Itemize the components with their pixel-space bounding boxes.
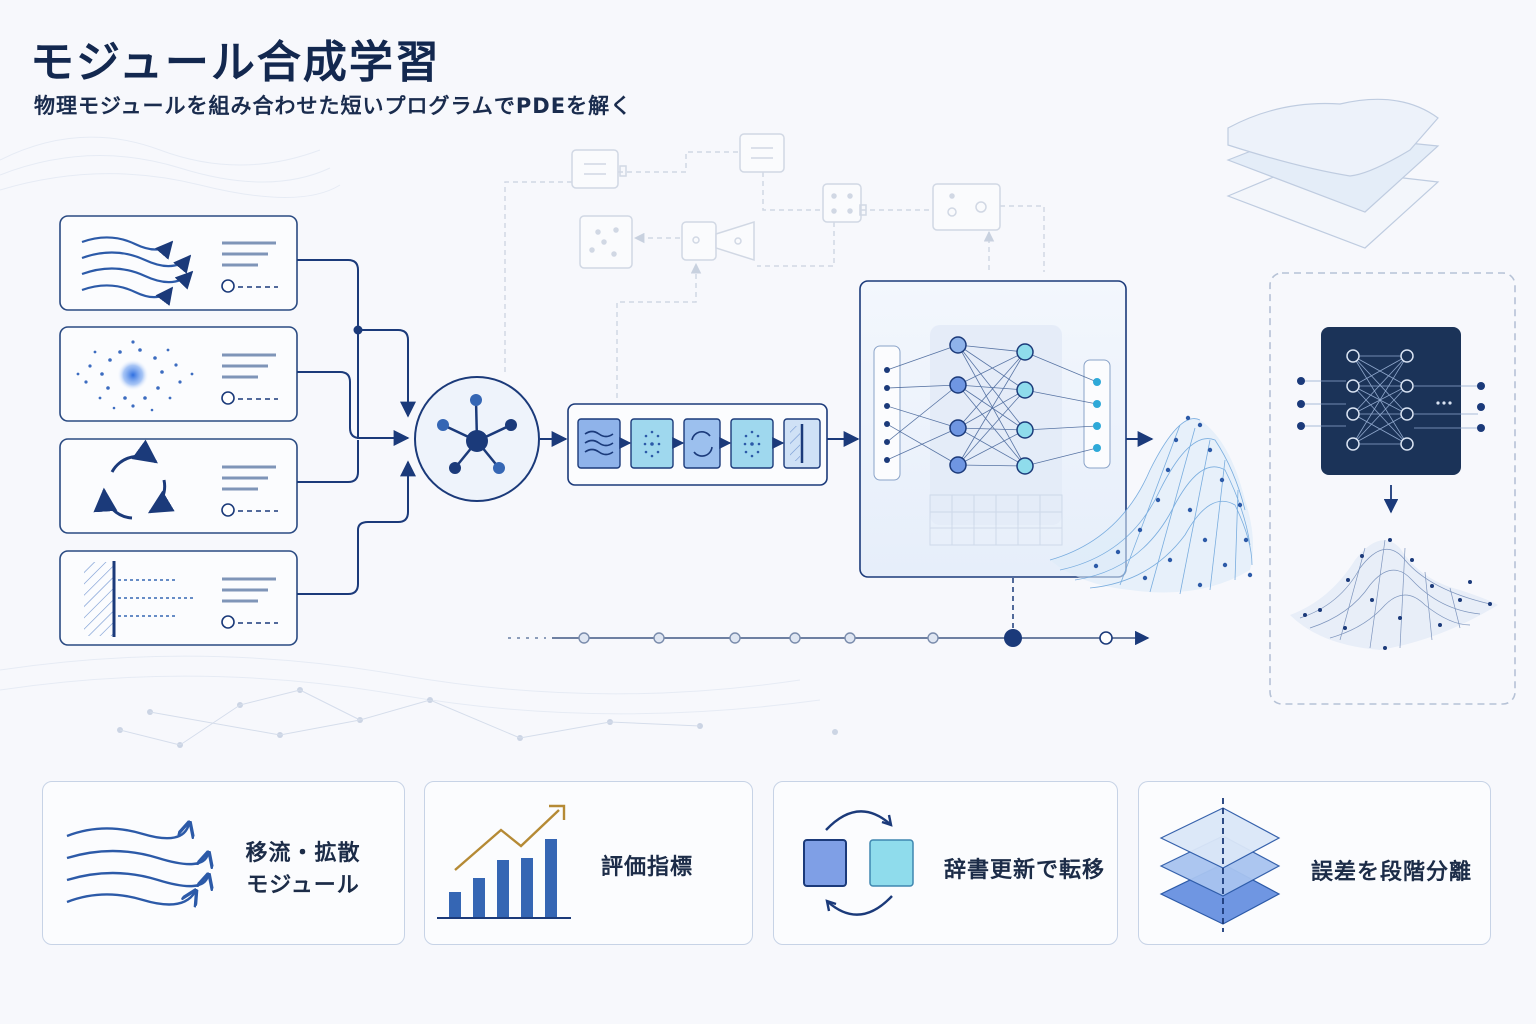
module-port-icon [221, 279, 235, 293]
timeline [508, 578, 1150, 647]
layered-planes-icon [1159, 798, 1281, 932]
transfer-surface [1290, 538, 1498, 650]
card-label-line1: 移流・拡散 [245, 841, 361, 866]
module-text-lines-icon [222, 577, 276, 603]
neural-solver-panel[interactable] [859, 280, 1127, 578]
card-label: 評価指標 [601, 855, 694, 880]
background-terrain-decoration [0, 136, 821, 715]
bar-chart-trend-icon [437, 804, 571, 919]
module-cycle[interactable] [59, 438, 298, 534]
junction-dot [353, 325, 363, 335]
module-text-lines-icon [222, 353, 276, 379]
page-subtitle: 物理モジュールを組み合わせた短いプログラムでPDEを解く [34, 94, 633, 118]
card-label: 誤差を段階分離 [1311, 860, 1473, 885]
page-title: モジュール合成学習 [30, 37, 441, 88]
stacked-grid-planes [1226, 98, 1440, 249]
diffusion-particles-icon [76, 340, 194, 412]
background-network-decoration [117, 687, 838, 748]
seq-cycle-block [683, 418, 721, 469]
advection-waves-icon [66, 782, 403, 942]
seq-advection-block [577, 418, 621, 469]
module-diffusion[interactable] [59, 326, 298, 422]
seq-boundary-block [783, 418, 821, 469]
module-port-icon [221, 615, 235, 629]
pretrained-network-icon [1297, 349, 1485, 451]
module-connectors [297, 259, 416, 595]
card-label-line2: モジュール [246, 873, 360, 898]
timeline-current-marker [1004, 629, 1022, 647]
card-advection-diffusion[interactable]: 移流・拡散 モジュール [42, 781, 405, 945]
boundary-wall-icon [84, 561, 196, 637]
module-text-lines-icon [222, 465, 276, 491]
network-nodes [949, 336, 1034, 475]
card-label: 辞書更新で転移 [944, 858, 1106, 883]
card-metrics[interactable]: 評価指標 [424, 781, 753, 945]
network-edges [886, 344, 1098, 467]
transfer-panel[interactable] [1269, 272, 1516, 705]
card-error-separation[interactable]: 誤差を段階分離 [1138, 781, 1491, 945]
advection-waves-icon [81, 236, 194, 306]
solution-surface [1049, 415, 1254, 595]
module-port-icon [221, 391, 235, 405]
program-search-graph [504, 133, 1045, 398]
card-dictionary-transfer[interactable]: 辞書更新で転移 [773, 781, 1118, 945]
swap-blocks-icon [803, 810, 914, 916]
composition-hub[interactable] [414, 376, 540, 502]
pipeline-diagram [0, 98, 1516, 748]
program-sequence[interactable] [567, 403, 828, 486]
module-port-icon [221, 503, 235, 517]
module-boundary[interactable] [59, 550, 298, 646]
hub-graph-icon [437, 394, 517, 474]
module-text-lines-icon [222, 241, 276, 267]
seq-diffusion2-block [730, 418, 774, 469]
cycle-arrows-icon [93, 439, 175, 520]
seq-diffusion-block [630, 418, 674, 469]
module-advection[interactable] [59, 215, 298, 311]
